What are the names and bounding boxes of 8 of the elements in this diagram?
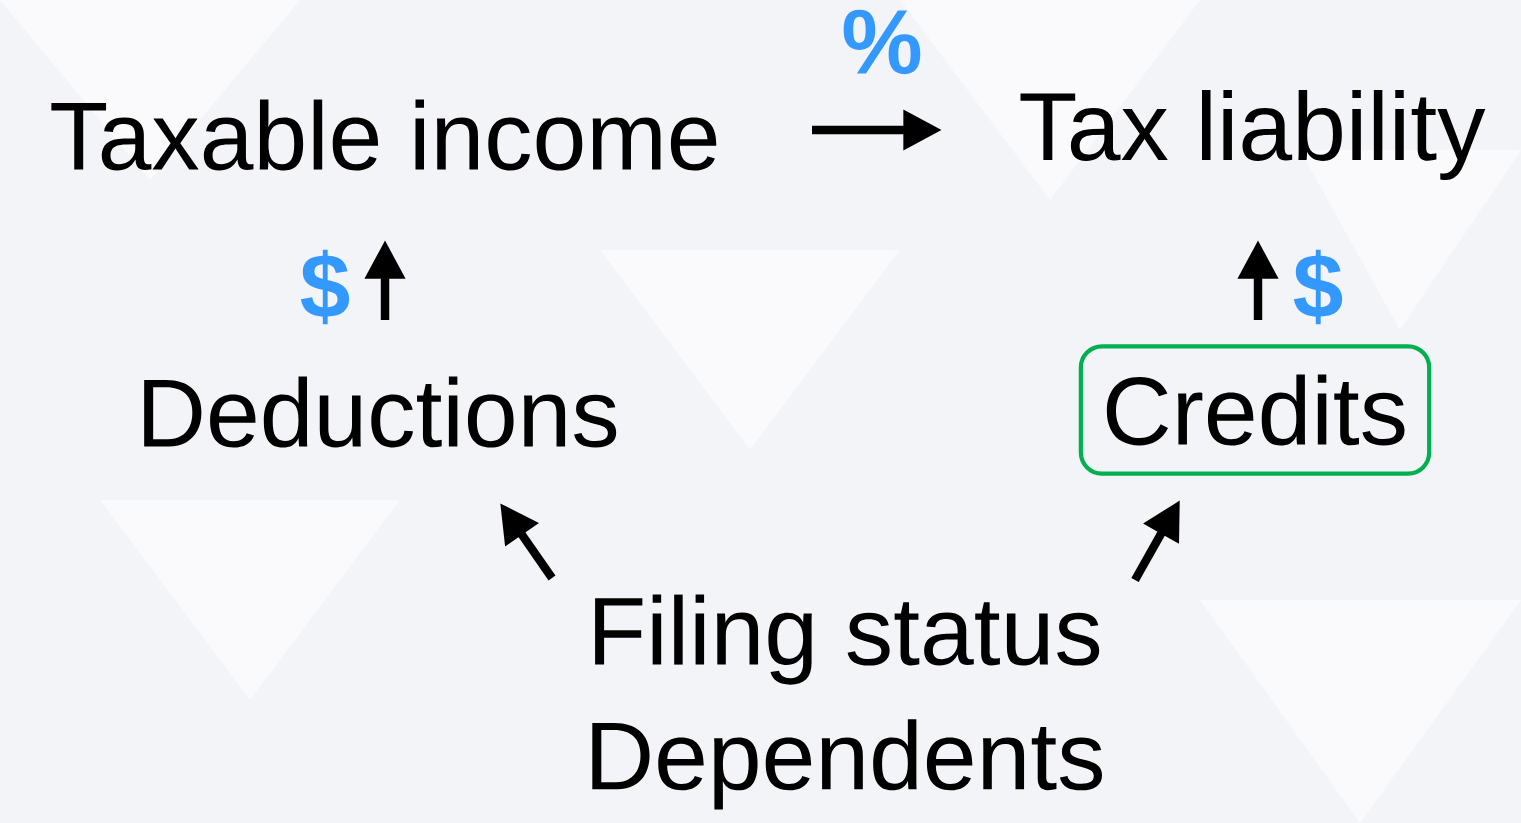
label-text: Deductions: [144, 376, 617, 448]
label-text: Taxable income: [51, 99, 717, 171]
edge-label: %: [843, 9, 921, 75]
edge-label: $: [300, 249, 350, 325]
edge-label: $: [1293, 249, 1343, 325]
label-text: Filing status Dependents: [592, 594, 1102, 810]
label-text: Tax liability: [1020, 90, 1486, 181]
highlight-box: Credits: [1078, 344, 1432, 476]
